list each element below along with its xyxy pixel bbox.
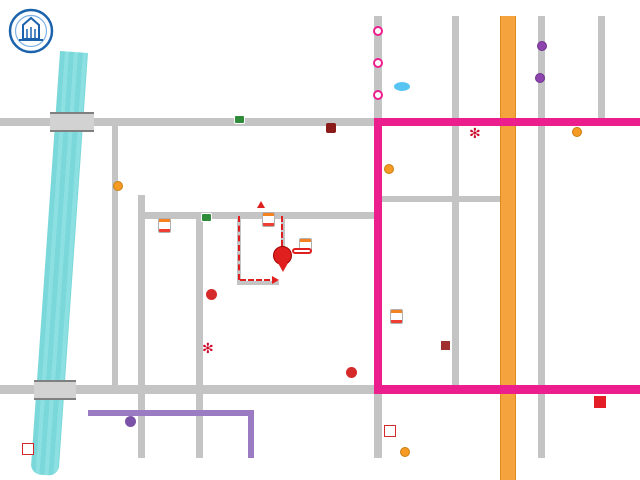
hospital-cross-icon bbox=[22, 443, 34, 455]
university-icon bbox=[125, 416, 136, 427]
pin-tail bbox=[277, 263, 288, 272]
the-mall-icon bbox=[594, 396, 606, 408]
route-tiwanon bbox=[374, 118, 382, 394]
route-arrow-up-icon bbox=[257, 201, 265, 208]
scb-bank-icon-1 bbox=[206, 289, 217, 300]
landmark-icon-health-ministry bbox=[400, 447, 410, 457]
road-shield-icon-1 bbox=[234, 115, 245, 124]
seven-eleven-icon-2 bbox=[262, 212, 275, 227]
route-dash-soi-a bbox=[281, 216, 283, 246]
route-dash-soi-b bbox=[238, 216, 240, 280]
road-rattanathibet-ngamwongwan bbox=[0, 385, 640, 394]
landmark-icon-gov-center bbox=[572, 127, 582, 137]
central-plaza-icon-2: ✻ bbox=[469, 125, 481, 141]
destination-pin-icon bbox=[273, 246, 292, 272]
road-purple-south bbox=[248, 410, 254, 458]
road-sanambinnam bbox=[138, 212, 378, 219]
station-icon-impact bbox=[537, 41, 547, 51]
seven-eleven-icon-4 bbox=[390, 309, 403, 324]
station-ring-icon-3 bbox=[373, 90, 383, 100]
hospital-cross-icon-srithanya bbox=[384, 425, 396, 437]
road-samakkhi bbox=[378, 196, 506, 202]
road-minor-west bbox=[112, 118, 118, 388]
station-icon-it-square bbox=[535, 73, 545, 83]
road-chaiyapruek-chaengwattana bbox=[0, 118, 640, 126]
road-prachachuen bbox=[538, 16, 545, 458]
station-ring-icon-2 bbox=[373, 58, 383, 68]
chest-institute-icon bbox=[441, 341, 450, 350]
road-soi-west-connector bbox=[237, 281, 279, 285]
rama4-bridge bbox=[50, 112, 94, 132]
lake-icon bbox=[394, 82, 410, 91]
makro-icon bbox=[326, 123, 336, 133]
station-ring-icon-1 bbox=[373, 26, 383, 36]
route-chaengwattana bbox=[374, 118, 640, 126]
road-soi-tawanna bbox=[281, 213, 285, 255]
road-shield-icon-2 bbox=[201, 213, 212, 222]
route-arrow-right-icon bbox=[272, 276, 279, 284]
temple-icon-cholpratan bbox=[384, 164, 394, 174]
scb-bank-icon-2 bbox=[346, 367, 357, 378]
central-plaza-icon-1: ✻ bbox=[202, 340, 214, 356]
road-sanambinnam-south bbox=[138, 195, 145, 458]
road-nonthaburi1 bbox=[196, 212, 203, 458]
temple-icon-chomphuwek bbox=[113, 181, 123, 191]
road-expressway bbox=[500, 16, 516, 480]
destination-label-box bbox=[292, 248, 312, 254]
road-liangmueang-pakkret bbox=[452, 16, 459, 394]
road-purple-west bbox=[88, 410, 254, 416]
bangkok-asset-logo-icon bbox=[8, 6, 54, 63]
road-northeast bbox=[598, 16, 605, 118]
route-dash-soi-b2 bbox=[240, 279, 270, 281]
route-ngamwongwan bbox=[374, 385, 640, 394]
seven-eleven-icon-1 bbox=[158, 218, 171, 233]
phra-nangklao-bridge bbox=[34, 380, 76, 400]
